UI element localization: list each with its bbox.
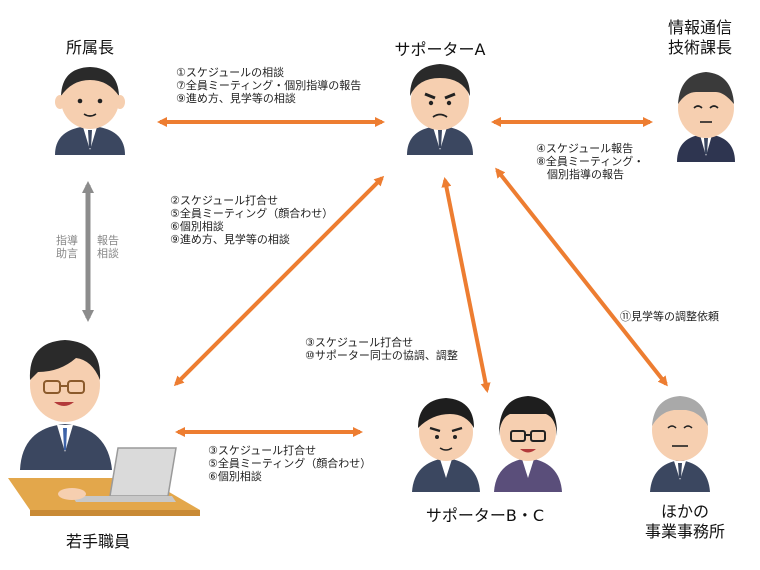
arrow-supporter-a-young-staff <box>173 175 385 387</box>
note-director-young-right: 報告 相談 <box>97 234 119 260</box>
young-man-icon <box>412 398 480 492</box>
angry-man-icon <box>407 64 473 155</box>
note-supporter-a-young-staff: ②スケジュール打合せ ⑤全員ミーティング（顔合わせ） ⑥個別相談 ⑨進め方、見学… <box>170 194 333 246</box>
note-line: ②スケジュール打合せ <box>170 194 279 207</box>
elderly-man-icon <box>650 396 710 492</box>
note-supporter-a-it-manager: ④スケジュール報告 ⑧全員ミーティング・ 個別指導の報告 <box>536 142 644 181</box>
note-line: ⑧全員ミーティング・ <box>536 155 645 168</box>
arrow-supporter-a-other-office <box>495 167 668 387</box>
note-line: ①スケジュールの相談 <box>176 66 285 79</box>
older-man-icon <box>677 72 735 162</box>
note-line: ⑩サポーター同士の協調、調整 <box>305 349 458 362</box>
note-line: ③スケジュール打合せ <box>208 444 317 457</box>
node-label-other-office-line1: ほかの <box>660 502 709 521</box>
note-line: ⑥個別相談 <box>208 470 262 483</box>
note-line: ⑦全員ミーティング・個別指導の報告 <box>176 79 362 92</box>
note-director-supporter-a: ①スケジュールの相談 ⑦全員ミーティング・個別指導の報告 ⑨進め方、見学等の相談 <box>176 66 361 105</box>
man-with-glasses-icon <box>494 396 562 492</box>
node-label-it-manager-line1: 情報通信 <box>667 18 732 37</box>
note-supporter-a-supporter-bc: ③スケジュール打合せ ⑩サポーター同士の協調、調整 <box>305 336 458 362</box>
note-line: 報告 <box>97 234 119 247</box>
node-label-supporter-a: サポーターA <box>394 40 486 59</box>
note-line: ⑤全員ミーティング（顔合わせ） <box>170 207 334 220</box>
node-label-it-manager: 情報通信 技術課長 <box>645 18 755 58</box>
note-line: 相談 <box>97 247 119 260</box>
note-line: 個別指導の報告 <box>547 168 624 181</box>
note-young-staff-supporter-bc: ③スケジュール打合せ ⑤全員ミーティング（顔合わせ） ⑥個別相談 <box>208 444 371 483</box>
note-supporter-a-other-office: ⑪見学等の調整依頼 <box>620 310 719 323</box>
node-label-other-office: ほかの 事業事務所 <box>630 502 740 542</box>
note-line: ③スケジュール打合せ <box>305 336 414 349</box>
node-label-other-office-line2: 事業事務所 <box>644 522 725 541</box>
man-at-laptop-icon <box>8 340 200 516</box>
male-manager-icon <box>55 67 125 155</box>
arrows <box>82 117 668 437</box>
note-line: 助言 <box>56 247 78 260</box>
note-line: ④スケジュール報告 <box>536 142 634 155</box>
node-label-supporter-bc: サポーターB・C <box>425 506 545 525</box>
note-line: ⑥個別相談 <box>170 220 224 233</box>
node-label-it-manager-line2: 技術課長 <box>667 38 732 57</box>
node-label-director: 所属長 <box>65 38 114 57</box>
node-label-young-staff: 若手職員 <box>65 532 130 551</box>
note-line: ⑪見学等の調整依頼 <box>620 310 719 323</box>
note-director-young-left: 指導 助言 <box>56 234 78 260</box>
arrow-supporter-a-supporter-bc <box>441 177 491 393</box>
note-line: ⑨進め方、見学等の相談 <box>170 233 290 246</box>
note-line: ⑨進め方、見学等の相談 <box>176 92 296 105</box>
note-line: ⑤全員ミーティング（顔合わせ） <box>208 457 372 470</box>
note-line: 指導 <box>56 234 78 247</box>
